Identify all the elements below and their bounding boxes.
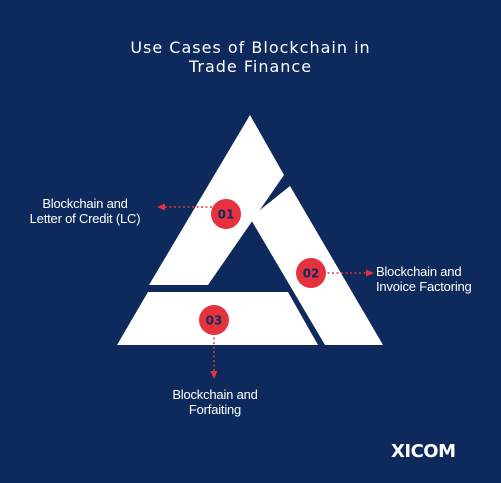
badge-02-number: 02	[303, 267, 320, 281]
label-letter-of-credit: Blockchain and Letter of Credit (LC)	[10, 196, 160, 226]
label-02-line-1: Blockchain and	[376, 264, 462, 279]
arrowhead-03	[210, 371, 218, 379]
label-02-line-2: Invoice Factoring	[376, 279, 472, 294]
badge-02	[296, 258, 326, 288]
label-invoice-factoring: Blockchain and Invoice Factoring	[376, 264, 501, 294]
arrowhead-02	[366, 269, 374, 277]
page-title: Use Cases of Blockchain in Trade Finance	[0, 38, 501, 76]
badge-01	[211, 199, 241, 229]
arrowhead-01	[157, 203, 165, 211]
badge-03-number: 03	[206, 314, 223, 328]
label-03-line-2: Forfaiting	[188, 402, 242, 417]
label-01-line-1: Blockchain and	[42, 196, 128, 211]
label-03-line-1: Blockchain and	[172, 387, 258, 402]
label-forfaiting: Blockchain and Forfaiting	[140, 387, 290, 417]
badge-03	[199, 305, 229, 335]
label-01-line-2: Letter of Credit (LC)	[29, 211, 141, 226]
title-line-2: Trade Finance	[188, 57, 313, 76]
xicom-logo: XICOM	[391, 441, 456, 462]
title-line-1: Use Cases of Blockchain in	[130, 38, 371, 57]
segment-01	[149, 115, 284, 285]
badge-01-number: 01	[218, 208, 235, 222]
